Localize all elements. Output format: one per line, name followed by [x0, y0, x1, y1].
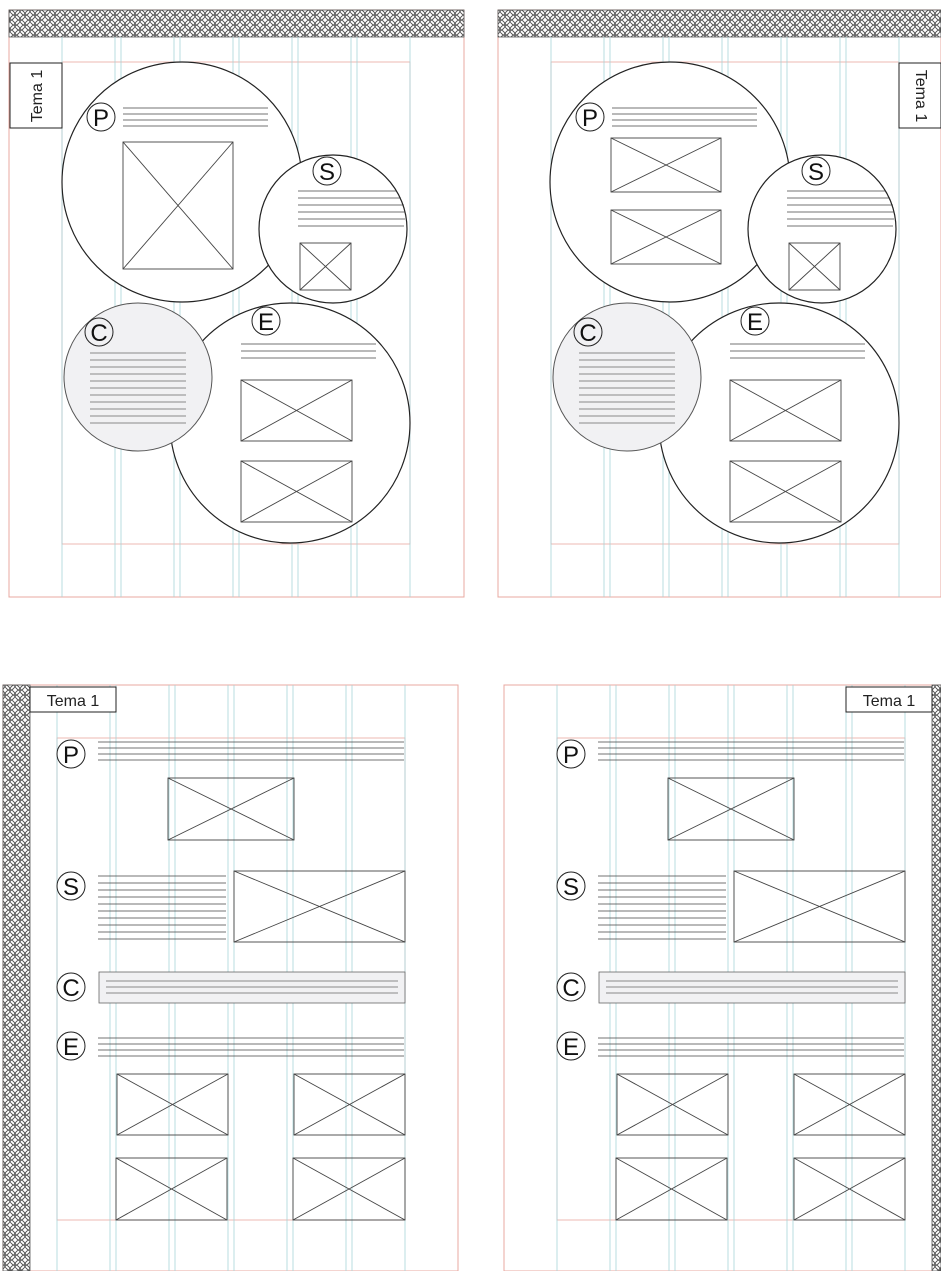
- section-letter-c: C: [62, 975, 79, 1002]
- shaded-band: [599, 972, 905, 1003]
- circle-p: P: [550, 62, 790, 302]
- section-letter-s: S: [563, 874, 579, 901]
- circle-e: E: [659, 303, 899, 543]
- section-letter-s: S: [808, 159, 824, 186]
- section-c: C: [57, 972, 405, 1003]
- tab-label: Tema 1: [863, 693, 916, 710]
- section-e: E: [557, 1032, 905, 1220]
- tab-label: Tema 1: [912, 70, 929, 123]
- image-placeholder: [116, 1158, 227, 1220]
- page-3-grid-layout-left: Tema 1 P S C E: [3, 685, 458, 1271]
- circle-c: C: [553, 303, 701, 451]
- section-letter-s: S: [319, 159, 335, 186]
- image-placeholder: [168, 778, 294, 840]
- ornamental-border: [9, 10, 464, 37]
- circle-p: P: [62, 62, 302, 302]
- ornamental-border: [3, 685, 30, 1271]
- image-placeholder: [234, 871, 405, 942]
- image-placeholder: [734, 871, 905, 942]
- image-placeholder: [294, 1074, 405, 1135]
- page-4-grid-layout-right: Tema 1 P S C E: [504, 685, 941, 1271]
- section-letter-p: P: [93, 105, 109, 132]
- section-letter-c: C: [562, 975, 579, 1002]
- tab-label: Tema 1: [29, 70, 46, 123]
- tab-marker: Tema 1: [846, 687, 932, 712]
- circle-e: E: [170, 303, 410, 543]
- section-letter-e: E: [563, 1034, 579, 1061]
- section-letter-e: E: [747, 309, 763, 336]
- section-letter-s: S: [63, 874, 79, 901]
- tab-label: Tema 1: [47, 693, 100, 710]
- section-letter-p: P: [63, 742, 79, 769]
- section-letter-c: C: [90, 320, 107, 347]
- section-c: C: [557, 972, 905, 1003]
- image-placeholder: [616, 1158, 727, 1220]
- image-placeholder: [117, 1074, 228, 1135]
- page-1-circle-layout-left: Tema 1 P S E C: [9, 10, 464, 597]
- section-s: S: [557, 871, 905, 942]
- shaded-band: [99, 972, 405, 1003]
- circle-s: S: [748, 155, 896, 303]
- section-letter-p: P: [563, 742, 579, 769]
- image-placeholder: [794, 1158, 905, 1220]
- page-2-circle-layout-right: Tema 1 P S E C: [498, 10, 941, 597]
- tab-marker: Tema 1: [10, 63, 62, 128]
- section-letter-e: E: [63, 1034, 79, 1061]
- ornamental-border: [932, 685, 941, 1271]
- tab-marker: Tema 1: [899, 63, 941, 128]
- circle-c: C: [64, 303, 212, 451]
- section-letter-e: E: [258, 309, 274, 336]
- section-letter-p: P: [582, 105, 598, 132]
- circle-s: S: [259, 155, 407, 303]
- section-e: E: [57, 1032, 405, 1220]
- image-placeholder: [617, 1074, 728, 1135]
- image-placeholder: [293, 1158, 405, 1220]
- section-letter-c: C: [579, 320, 596, 347]
- ornamental-border: [498, 10, 941, 37]
- section-s: S: [57, 871, 405, 942]
- image-placeholder: [794, 1074, 905, 1135]
- tab-marker: Tema 1: [30, 687, 116, 712]
- image-placeholder: [668, 778, 794, 840]
